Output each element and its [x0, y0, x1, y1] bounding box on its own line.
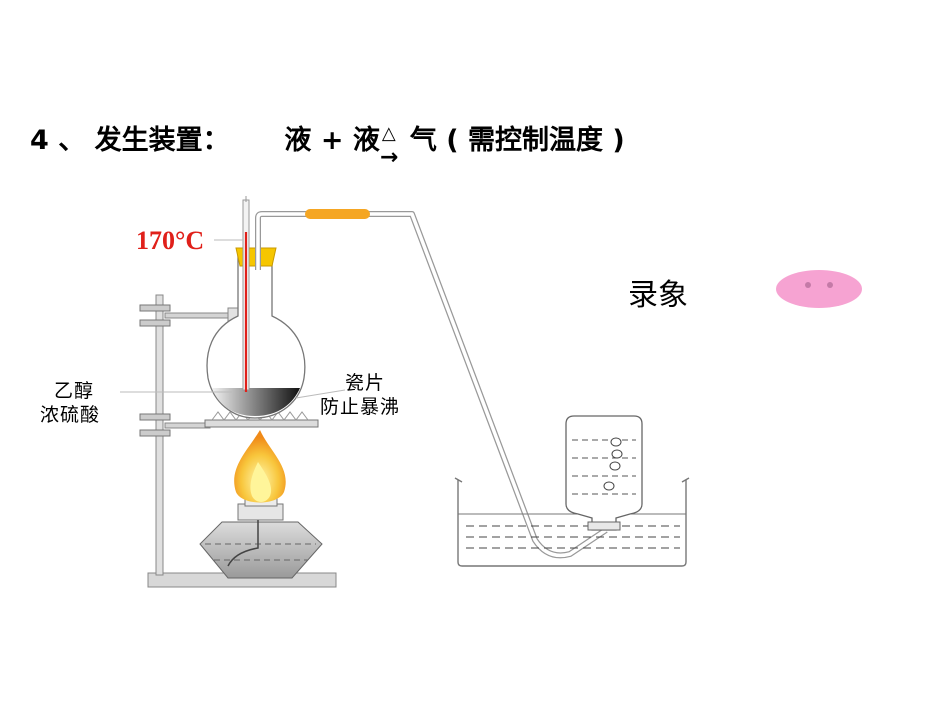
- reaction-arrow: →: [379, 145, 399, 170]
- title-number: 4: [30, 125, 49, 156]
- title-separator: 、: [58, 125, 86, 156]
- water-trough: [454, 477, 690, 567]
- rubber-tubing: [305, 209, 370, 219]
- flask-liquid: [212, 388, 300, 416]
- product-gas: 气: [409, 125, 437, 156]
- video-record-label[interactable]: 录象: [628, 278, 688, 313]
- reagent-label-ethanol: 乙醇: [54, 380, 95, 402]
- alcohol-lamp: [199, 493, 323, 579]
- gas-collection-bottle: [565, 415, 643, 531]
- reactant-liquid-2: 液: [352, 125, 380, 156]
- title-text: 发生装置：: [94, 125, 230, 156]
- button-dot-right: [827, 282, 833, 288]
- porcelain-chip-label: 瓷片: [345, 372, 386, 394]
- delivery-tube: [255, 211, 608, 559]
- wire-gauze: [204, 411, 319, 428]
- chip-leader: [295, 389, 346, 399]
- ring-clamp: [139, 413, 211, 437]
- round-bottom-flask: [206, 250, 306, 419]
- flame: [234, 430, 286, 503]
- reactant-liquid-1: 液: [284, 125, 312, 156]
- anti-bumping-label: 防止暴沸: [320, 396, 401, 418]
- video-play-button[interactable]: [776, 270, 862, 308]
- button-dot-left: [805, 282, 811, 288]
- plus-sign: +: [320, 125, 344, 156]
- reagent-label-sulfuric-acid: 浓硫酸: [40, 404, 101, 426]
- heat-symbol: △: [381, 123, 396, 144]
- temperature-label: 170°C: [136, 226, 205, 255]
- slide-title: 4 、 发生装置： 液 + 液 △ → 气 ( 需控制温度 ): [30, 118, 625, 170]
- thermometer: [242, 196, 250, 392]
- condition-text: ( 需控制温度 ): [446, 125, 625, 156]
